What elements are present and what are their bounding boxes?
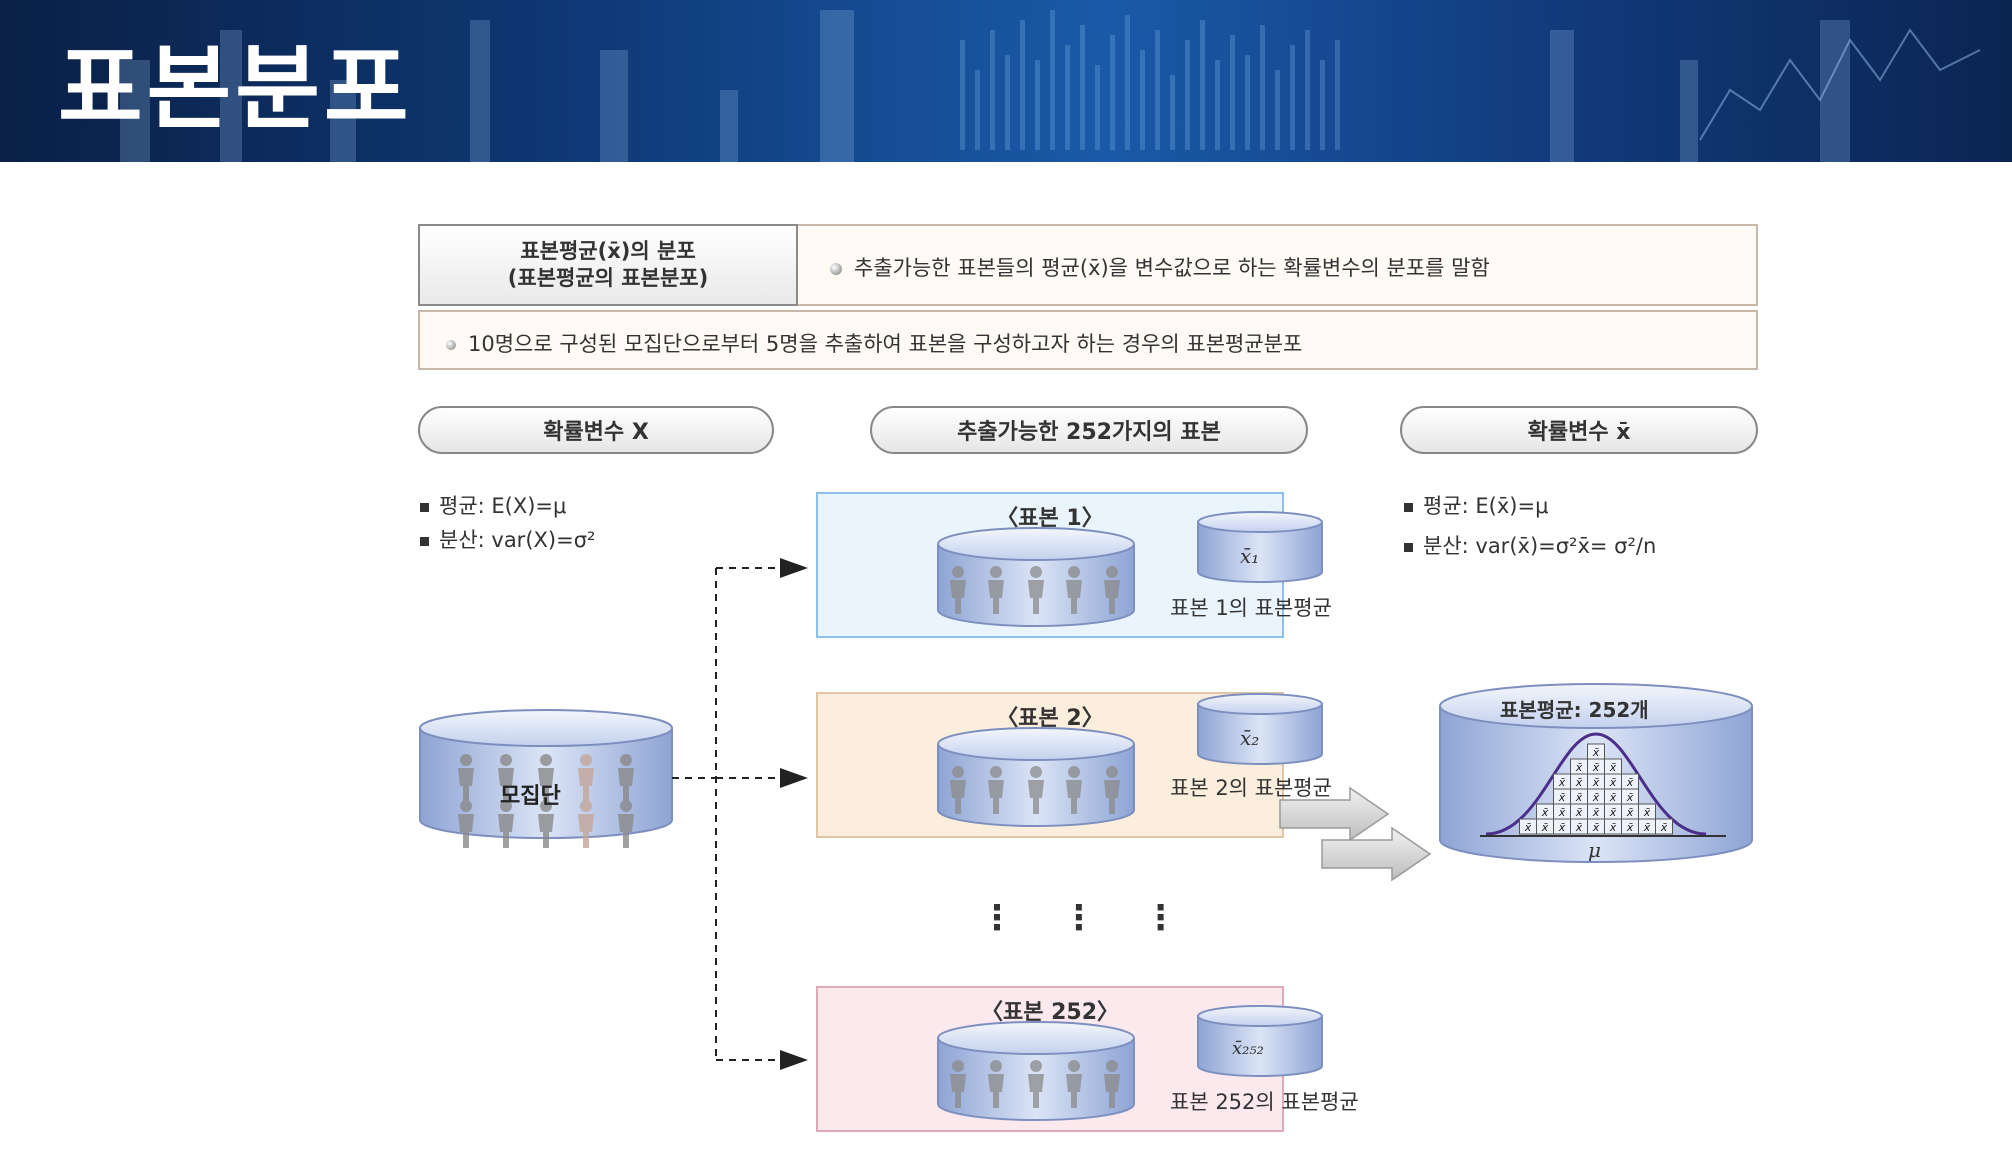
mean-symbol-252: x̄₂₅₂ xyxy=(1232,1038,1264,1059)
left-variance: 분산: var(X)=σ² xyxy=(420,524,595,554)
mean-caption-2: 표본 2의 표본평균 xyxy=(1170,776,1332,800)
histogram-symbol: x̄ xyxy=(1626,806,1634,819)
histogram-symbol: x̄ xyxy=(1575,821,1583,834)
title-banner: 표본분포 xyxy=(0,0,2012,162)
mean-cylinder-icon xyxy=(1197,693,1323,765)
right-variance: 분산: var(x̄)=σ²x̄= σ²/n xyxy=(1404,530,1656,560)
square-bullet-icon xyxy=(420,502,429,512)
histogram-symbol: x̄ xyxy=(1541,806,1549,819)
histogram-symbol: x̄ xyxy=(1575,806,1583,819)
histogram-symbol: x̄ xyxy=(1575,791,1583,804)
histogram-symbol: x̄ xyxy=(1609,806,1617,819)
sample-cylinder-icon xyxy=(937,1021,1135,1121)
mean-cylinders xyxy=(1197,511,1323,1077)
mean-symbol-2: x̄₂ xyxy=(1240,726,1260,750)
distribution-center-label: μ xyxy=(1588,838,1601,862)
mean-cylinder-icon xyxy=(1197,1005,1323,1077)
histogram-symbol: x̄ xyxy=(1643,821,1651,834)
sample-cylinder-icon xyxy=(937,727,1135,827)
histogram-symbol: x̄ xyxy=(1609,791,1617,804)
histogram-symbol: x̄ xyxy=(1592,806,1600,819)
bullet-dot-icon xyxy=(830,263,842,275)
sample-title: 〈표본 2〉 xyxy=(996,706,1104,731)
histogram-symbol: x̄ xyxy=(1558,821,1566,834)
example-text-wrap: 10명으로 구성된 모집단으로부터 5명을 추출하여 표본을 구성하고자 하는 … xyxy=(446,328,1302,358)
distribution-cylinder-icon: x̄ x̄ x̄ x̄ x̄ x̄ x̄ x̄ x̄ x̄ x̄ x̄ x̄ x̄ x̄ x̄ x̄ x̄ x̄ x̄… xyxy=(1439,683,1753,863)
definition-label-line1: 표본평균(x̄)의 분포 xyxy=(520,239,696,263)
histogram-symbol: x̄ xyxy=(1558,791,1566,804)
histogram-symbol: x̄ xyxy=(1626,821,1634,834)
ellipsis: ⋮ ⋮ ⋮ xyxy=(980,898,1196,938)
definition-text-wrap: 추출가능한 표본들의 평균(x̄)을 변수값으로 하는 확률변수의 분포를 말함 xyxy=(830,252,1490,282)
population-label: 모집단 xyxy=(500,784,561,809)
definition-label-line2: (표본평균의 표본분포) xyxy=(507,266,709,290)
example-text: 10명으로 구성된 모집단으로부터 5명을 추출하여 표본을 구성하고자 하는 … xyxy=(468,332,1303,356)
histogram-pyramid: x̄ x̄ x̄ x̄ x̄ x̄ x̄ x̄ x̄ x̄ x̄ x̄ x̄ x̄ x̄ x̄ x̄ x̄ x̄ x̄… xyxy=(1519,743,1673,835)
sample-cylinders xyxy=(937,527,1135,1121)
sample-cylinder-icon xyxy=(937,527,1135,627)
histogram-symbol: x̄ xyxy=(1609,761,1617,774)
mean-cylinder-icon xyxy=(1197,511,1323,583)
histogram-symbol: x̄ xyxy=(1609,776,1617,789)
arrow-right-icon xyxy=(1279,786,1432,882)
histogram-symbol: x̄ xyxy=(1626,791,1634,804)
definition-label: 표본평균(x̄)의 분포 (표본평균의 표본분포) xyxy=(418,224,798,306)
histogram-symbol: x̄ xyxy=(1592,791,1600,804)
histogram-symbol: x̄ xyxy=(1524,821,1532,834)
right-mean: 평균: E(x̄)=μ xyxy=(1404,490,1548,520)
histogram-symbol: x̄ xyxy=(1558,776,1566,789)
histogram-symbol: x̄ xyxy=(1592,746,1600,759)
histogram-symbol: x̄ xyxy=(1626,776,1634,789)
histogram-symbol: x̄ xyxy=(1643,806,1651,819)
histogram-cell xyxy=(1655,818,1673,835)
header-samples: 추출가능한 252가지의 표본 xyxy=(870,406,1308,454)
population-cylinder-icon xyxy=(419,709,673,848)
histogram-symbol: x̄ xyxy=(1575,761,1583,774)
mean-symbol-1: x̄₁ xyxy=(1240,544,1260,568)
example-row xyxy=(418,310,1758,370)
sample-title: 〈표본 252〉 xyxy=(980,1000,1120,1025)
connector-lines xyxy=(672,558,808,1070)
histogram-symbol: x̄ xyxy=(1609,821,1617,834)
distribution-title: 표본평균: 252개 xyxy=(1500,698,1649,722)
square-bullet-icon xyxy=(420,536,429,546)
bullet-dot-icon xyxy=(446,340,456,350)
page-title: 표본분포 xyxy=(58,35,413,142)
histogram-symbol: x̄ xyxy=(1592,761,1600,774)
header-random-variable-x: 확률변수 X xyxy=(418,406,774,454)
square-bullet-icon xyxy=(1404,542,1413,552)
definition-text: 추출가능한 표본들의 평균(x̄)을 변수값으로 하는 확률변수의 분포를 말함 xyxy=(854,256,1490,280)
mean-caption-252: 표본 252의 표본평균 xyxy=(1170,1090,1359,1114)
banner-chart-decoration xyxy=(120,10,1981,162)
histogram-symbol: x̄ xyxy=(1592,776,1600,789)
header-random-variable-xbar: 확률변수 x̄ xyxy=(1400,406,1758,454)
mean-caption-1: 표본 1의 표본평균 xyxy=(1170,596,1332,620)
histogram-symbol: x̄ xyxy=(1592,821,1600,834)
histogram-symbol: x̄ xyxy=(1575,776,1583,789)
histogram-symbol: x̄ xyxy=(1660,821,1668,834)
histogram-symbol: x̄ xyxy=(1558,806,1566,819)
histogram-symbol: x̄ xyxy=(1541,821,1549,834)
sample-title: 〈표본 1〉 xyxy=(996,506,1104,531)
left-mean: 평균: E(X)=μ xyxy=(420,490,566,520)
square-bullet-icon xyxy=(1404,502,1413,512)
